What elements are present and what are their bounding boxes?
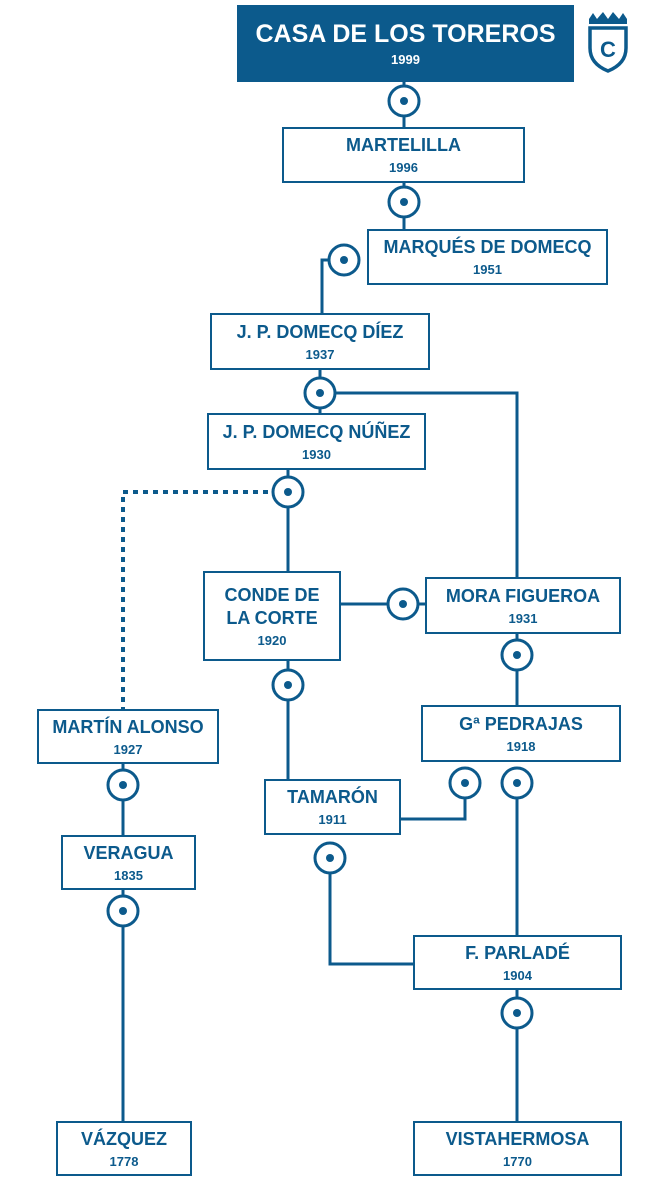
node-name: VÁZQUEZ	[80, 1128, 167, 1149]
node-vazquez: VÁZQUEZ 1778	[56, 1121, 192, 1176]
node-mora-figueroa: MORA FIGUEROA 1931	[425, 577, 621, 634]
node-year: 1770	[503, 1153, 532, 1169]
node-conde-de-la-corte: CONDE DE LA CORTE 1920	[203, 571, 341, 661]
node-name: TAMARÓN	[287, 787, 378, 807]
node-year: 1918	[506, 738, 536, 754]
node-name: J. P. DOMECQ DÍEZ	[236, 321, 404, 342]
node-name: Gª PEDRAJAS	[459, 713, 583, 734]
node-name: MARTELILLA	[346, 135, 461, 155]
node-year: 1927	[113, 741, 143, 757]
node-tamaron: TAMARÓN 1911	[264, 779, 401, 835]
node-pedrajas: Gª PEDRAJAS 1918	[421, 705, 621, 762]
node-f-parlade: F. PARLADÉ 1904	[413, 935, 622, 990]
connector-jpnunez-martin-dashed	[121, 490, 288, 709]
node-name: CASA DE LOS TOREROS	[255, 20, 556, 48]
node-year: 1778	[109, 1153, 139, 1169]
node-year: 1931	[508, 610, 538, 626]
node-year: 1930	[302, 446, 331, 462]
connector-jpdiez-mora	[320, 391, 519, 577]
node-marques-de-domecq: MARQUÉS DE DOMECQ 1951	[367, 229, 608, 285]
node-name: MARTÍN ALONSO	[52, 716, 204, 737]
node-year: 1951	[473, 262, 502, 277]
node-name: VISTAHERMOSA	[445, 1128, 590, 1149]
node-year: 1911	[318, 812, 347, 827]
node-jp-domecq-nunez: J. P. DOMECQ NÚÑEZ 1930	[207, 413, 426, 470]
svg-text:C: C	[600, 37, 616, 62]
node-martelilla: MARTELILLA 1996	[282, 127, 525, 183]
node-year: 1920	[257, 632, 287, 648]
node-year: 1996	[389, 160, 418, 175]
node-name: CONDE DE LA CORTE	[224, 584, 320, 628]
node-name: J. P. DOMECQ NÚÑEZ	[222, 421, 411, 442]
node-name: MARQUÉS DE DOMECQ	[383, 237, 592, 257]
node-vistahermosa: VISTAHERMOSA 1770	[413, 1121, 622, 1176]
node-name: MORA FIGUEROA	[445, 585, 601, 606]
node-veragua: VERAGUA 1835	[61, 835, 196, 890]
connector-tamaron-parlade	[328, 858, 413, 966]
node-year: 1904	[503, 967, 532, 983]
node-year: 1999	[391, 52, 420, 67]
node-martin-alonso: MARTÍN ALONSO 1927	[37, 709, 219, 764]
node-year: 1937	[305, 346, 335, 362]
node-name: F. PARLADÉ	[465, 942, 570, 963]
node-year: 1835	[114, 867, 143, 883]
node-casa-de-los-toreros: CASA DE LOS TOREROS 1999	[237, 5, 574, 82]
node-name: VERAGUA	[83, 842, 174, 863]
node-jp-domecq-diez: J. P. DOMECQ DÍEZ 1937	[210, 313, 430, 370]
crowned-shield-c-icon: C	[588, 12, 628, 73]
